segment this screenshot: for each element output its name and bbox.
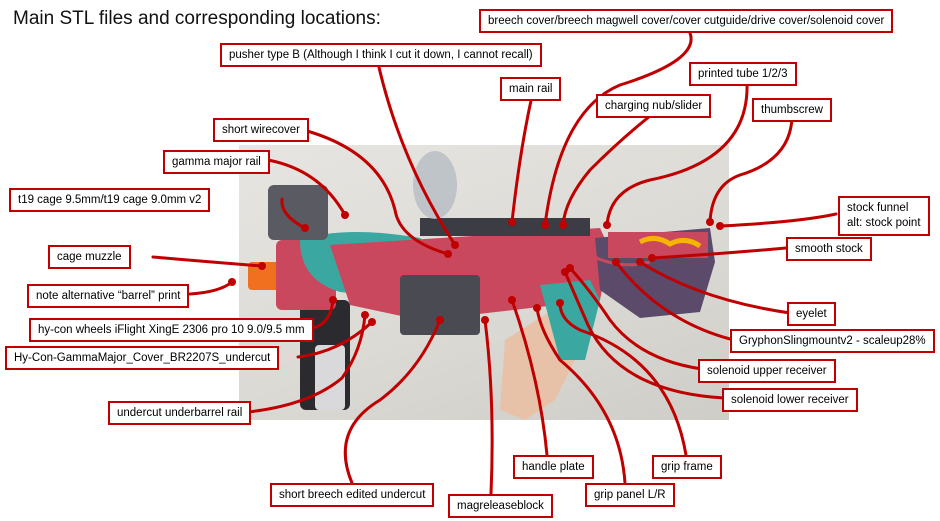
label-hycon-cover: Hy-Con-GammaMajor_Cover_BR2207S_undercut bbox=[5, 346, 280, 370]
page-title: Main STL files and corresponding locatio… bbox=[13, 8, 381, 29]
label-short-breech: short breech edited undercut bbox=[270, 483, 435, 507]
label-stock-funnel-line1: stock funnel bbox=[847, 202, 909, 214]
label-t19-cage: t19 cage 9.5mm/t19 cage 9.0mm v2 bbox=[9, 188, 211, 212]
label-printed-tube: printed tube 1/2/3 bbox=[689, 62, 797, 86]
label-hycon-wheels: hy-con wheels iFlight XingE 2306 pro 10 … bbox=[29, 318, 314, 342]
label-cage-muzzle: cage muzzle bbox=[48, 245, 131, 269]
label-charging-nub: charging nub/slider bbox=[596, 94, 712, 118]
label-undercut-rail: undercut underbarrel rail bbox=[108, 401, 252, 425]
label-main-rail: main rail bbox=[500, 77, 562, 101]
label-magrelease: magreleaseblock bbox=[448, 494, 553, 518]
label-short-wirecover: short wirecover bbox=[213, 118, 309, 142]
top-rail-shape bbox=[420, 218, 590, 236]
stock-graphic-shape bbox=[638, 236, 702, 249]
optic-mount-shape bbox=[268, 185, 328, 240]
label-note-barrel: note alternative “barrel” print bbox=[27, 284, 190, 308]
label-solenoid-lower: solenoid lower receiver bbox=[722, 388, 858, 412]
label-breech-cover: breech cover/breech magwell cover/cover … bbox=[479, 9, 894, 33]
label-gryphon-sling: GryphonSlingmountv2 - scaleup28% bbox=[730, 329, 935, 353]
pusher-disc-shape bbox=[413, 151, 457, 219]
label-handle-plate: handle plate bbox=[513, 455, 594, 479]
label-stock-funnel-line2: alt: stock point bbox=[847, 217, 921, 229]
label-smooth-stock: smooth stock bbox=[786, 237, 872, 261]
label-stock-funnel: stock funnel alt: stock point bbox=[838, 196, 930, 236]
label-eyelet: eyelet bbox=[787, 302, 836, 326]
label-grip-frame: grip frame bbox=[652, 455, 722, 479]
label-grip-panel: grip panel L/R bbox=[585, 483, 675, 507]
label-gamma-major-rail: gamma major rail bbox=[163, 150, 270, 174]
label-solenoid-upper: solenoid upper receiver bbox=[698, 359, 836, 383]
label-pusher: pusher type B (Although I think I cut it… bbox=[220, 43, 542, 67]
label-thumbscrew: thumbscrew bbox=[752, 98, 832, 122]
lower-receiver-shape bbox=[400, 275, 480, 335]
battery-pattern-shape bbox=[315, 345, 345, 410]
